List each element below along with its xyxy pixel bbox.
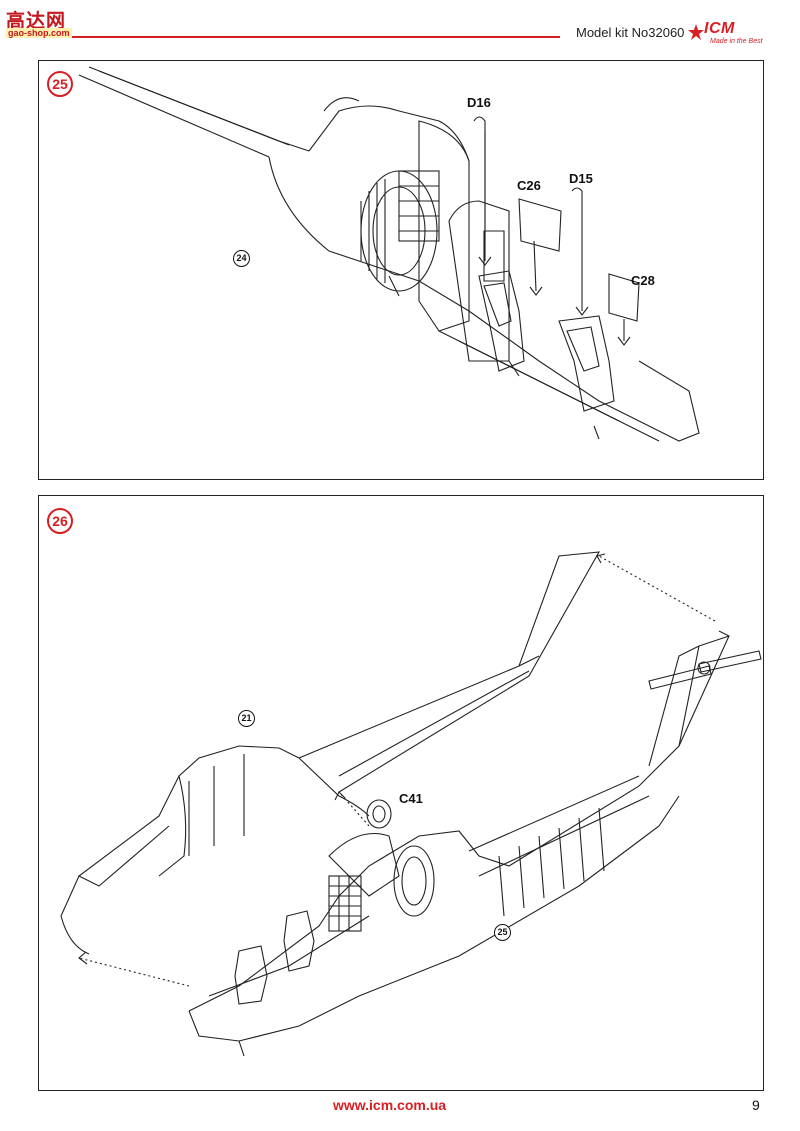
- logo-text: ICM: [704, 20, 735, 37]
- star-icon: [688, 24, 704, 40]
- model-kit-title: Model kit No32060: [576, 25, 685, 40]
- step-26-panel: 26: [38, 495, 764, 1091]
- step-26-badge: 26: [47, 508, 73, 534]
- part-label-c28: C28: [631, 273, 655, 288]
- part-label-d16: D16: [467, 95, 491, 110]
- watermark-logo: 高达网 gao-shop.com: [6, 6, 72, 42]
- logo-tagline: Made in the Best: [710, 38, 763, 45]
- step-25-panel: 25: [38, 60, 764, 480]
- ref-step-21: 21: [238, 710, 255, 727]
- part-label-c41: C41: [399, 791, 423, 806]
- ref-step-25: 25: [494, 924, 511, 941]
- watermark-text: 高达网: [6, 10, 67, 32]
- part-label-d15: D15: [569, 171, 593, 186]
- step-25-badge: 25: [47, 71, 73, 97]
- ref-step-24: 24: [233, 250, 250, 267]
- icm-logo: ICM Made in the Best: [688, 20, 768, 56]
- page-number: 9: [752, 1097, 760, 1113]
- part-label-c26: C26: [517, 178, 541, 193]
- step-26-drawing: [60, 551, 762, 1057]
- footer-url[interactable]: www.icm.com.ua: [333, 1097, 447, 1113]
- header-rule: [72, 36, 560, 38]
- watermark-url: gao-shop.com: [6, 28, 72, 38]
- step-25-drawing: [78, 66, 700, 442]
